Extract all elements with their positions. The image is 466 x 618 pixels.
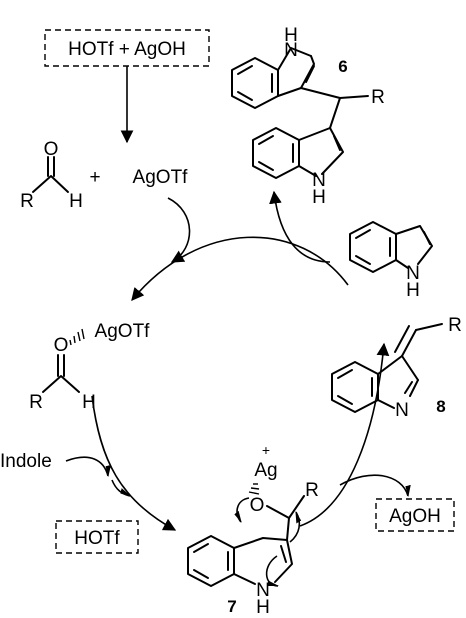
intermediate-7-label: 7 (227, 597, 236, 616)
int7-to-8-arrow (299, 342, 390, 527)
int7-push-arrow-cc (289, 511, 302, 543)
int7-silver: Ag (254, 460, 277, 481)
int7-coordination-bond (248, 483, 260, 495)
alkylidene-nitrogen: N (395, 400, 409, 421)
int7-r-group: R (305, 480, 319, 501)
indole-structure: N H (349, 221, 433, 301)
bis-r-group: R (371, 87, 385, 108)
indole-to-bis-arrow (269, 190, 331, 263)
indole-reagent: Indole (0, 451, 52, 472)
intermediate-7: Ag + O R N H 7 (187, 442, 319, 618)
int7-nh-h: H (256, 597, 270, 618)
agotf-entry-arrow (167, 197, 191, 263)
complex-to-int7-arrow (91, 395, 177, 531)
bis-top-nitrogen: N (284, 40, 298, 61)
plus-sign: + (89, 167, 100, 188)
int7-charge: + (262, 442, 270, 458)
aldehyde-r-group: R (20, 191, 34, 212)
hotf-byproduct: HOTf (74, 528, 120, 549)
aldehyde-structure: O R H (20, 139, 83, 212)
int7-push-arrow-ring (265, 555, 280, 587)
complex-agotf: AgOTf (95, 321, 151, 342)
alkylidene-indolenine-8: N R 8 (331, 315, 462, 421)
int7-nitrogen: N (256, 580, 270, 601)
bis-top-nh-h: H (284, 25, 298, 46)
bis-indolylmethane-6: H N R 6 N H (231, 25, 385, 208)
aldehyde-silver-complex: O AgOTf R H (29, 321, 150, 413)
agoh-byproduct: AgOH (389, 506, 441, 527)
indole-nitrogen: N (406, 263, 420, 284)
int7-push-arrow-oxygen (234, 497, 250, 523)
product-8-label: 8 (436, 397, 445, 416)
bis-bottom-nh-h: H (312, 187, 326, 208)
product-6-label: 6 (338, 57, 347, 76)
aldehyde-oxygen: O (44, 139, 59, 160)
complex-oxygen: O (54, 335, 69, 356)
reagent-box-label: HOTf + AgOH (68, 39, 186, 60)
indole-in-arrow (65, 456, 111, 478)
alkylidene-r-group: R (448, 315, 462, 336)
reagent-box: HOTf + AgOH (44, 29, 210, 67)
bis-bottom-nitrogen: N (312, 170, 326, 191)
agoh-box: AgOH (375, 498, 455, 532)
indole-nh-h: H (406, 280, 420, 301)
complex-coordination-bond (69, 328, 85, 346)
int7-oxygen: O (250, 495, 265, 516)
agoh-out-arrow (339, 474, 411, 498)
hotf-box: HOTf (55, 520, 139, 554)
complex-r-group: R (29, 392, 43, 413)
aldehyde-hydrogen: H (69, 191, 83, 212)
cycle-upper-arrow (131, 236, 349, 301)
agotf-reagent: AgOTf (133, 167, 189, 188)
hotf-out-arrow (111, 479, 132, 497)
